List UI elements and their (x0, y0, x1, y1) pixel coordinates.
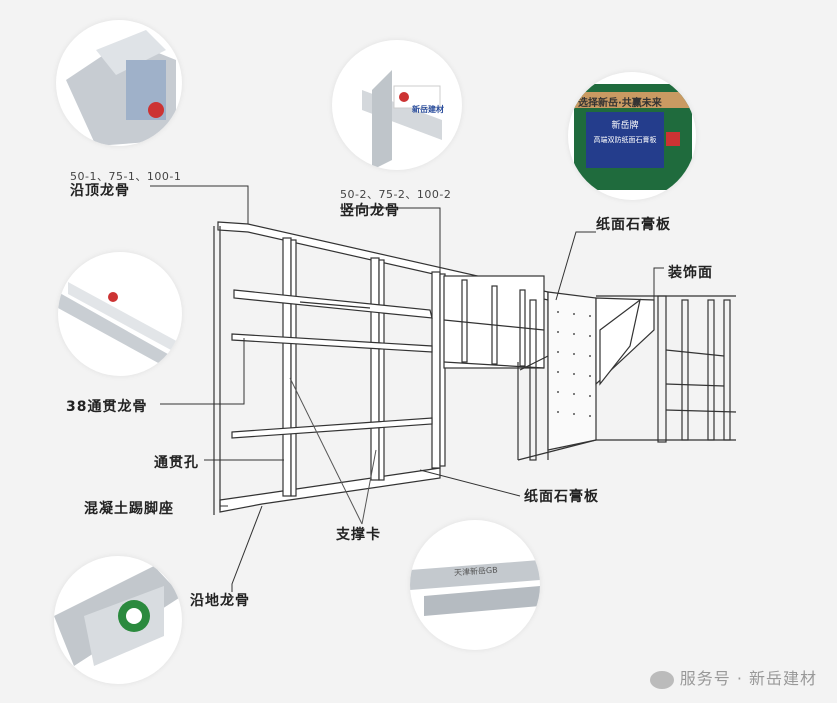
brace-clip-label: 支撑卡 (336, 527, 381, 543)
finish-surface-label: 装饰面 (668, 265, 713, 281)
through-channel-label: 38通贯龙骨 (66, 399, 148, 415)
wechat-icon (649, 670, 674, 689)
brace-clip-photo: 天津新岳GB (410, 520, 540, 650)
gypsum-board-label-top: 纸面石膏板 (596, 217, 671, 233)
stud-label: 竖向龙骨 (340, 203, 400, 219)
board-slogan: 选择新岳·共赢未来 (578, 98, 662, 109)
stud-photo-logo: 新岳建材 (412, 105, 444, 114)
through-channel-photo (58, 252, 182, 376)
board-top-stripe (568, 92, 696, 108)
gypsum-board-photo: 选择新岳·共赢未来 新岳牌 高端双防纸面石膏板 (568, 72, 696, 200)
gypsum-board-label-bottom: 纸面石膏板 (524, 489, 599, 505)
floor-track-photo (54, 556, 182, 684)
concrete-base-label: 混凝土踢脚座 (84, 501, 174, 517)
top-track-label: 沿顶龙骨 (70, 183, 130, 199)
stud-spec: 50-2、75-2、100-2 (340, 188, 452, 201)
floor-track-label: 沿地龙骨 (190, 593, 250, 609)
through-hole-label: 通贯孔 (154, 455, 199, 471)
board-red-mark (666, 132, 680, 146)
board-brand: 新岳牌 (611, 121, 639, 131)
board-product: 高端双防纸面石膏板 (593, 136, 657, 144)
top-track-spec: 50-1、75-1、100-1 (70, 170, 182, 183)
stud-photo: 新岳建材 (332, 40, 462, 170)
watermark-text: 服务号 · 新岳建材 (679, 669, 817, 688)
board-label-card: 新岳牌 高端双防纸面石膏板 (586, 112, 664, 168)
top-track-photo (56, 20, 182, 146)
watermark: 服务号 · 新岳建材 (649, 665, 817, 689)
